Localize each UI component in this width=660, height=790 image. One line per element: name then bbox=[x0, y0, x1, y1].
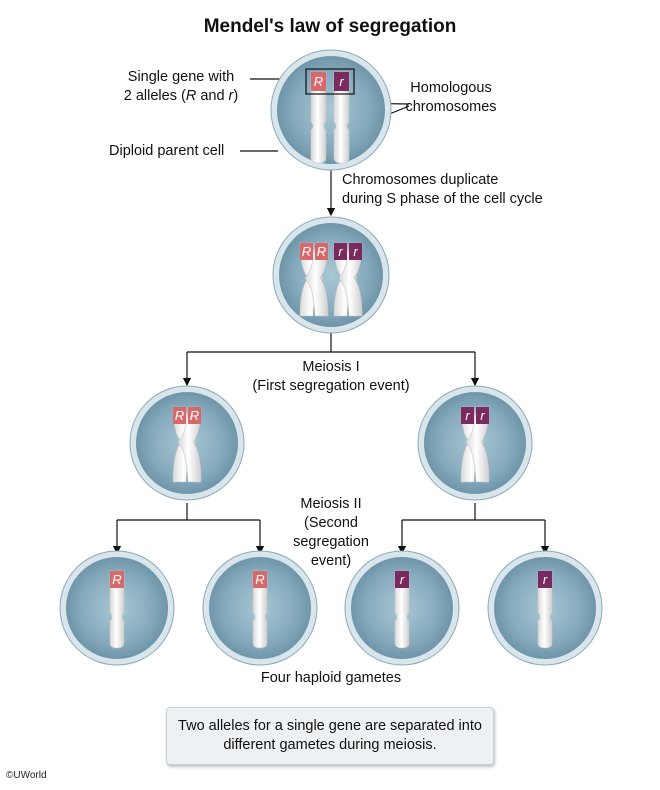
svg-text:r: r bbox=[543, 572, 548, 587]
allele-r-band bbox=[334, 72, 349, 91]
duplicated-cell: R R r r bbox=[272, 216, 390, 334]
allele-R-band bbox=[311, 72, 326, 91]
svg-text:R: R bbox=[190, 408, 199, 423]
copyright: ©UWorld bbox=[6, 770, 47, 781]
svg-text:r: r bbox=[480, 408, 485, 423]
svg-text:r: r bbox=[465, 408, 470, 423]
page-title: Mendel's law of segregation bbox=[203, 16, 457, 37]
four-haploid-label: Four haploid gametes bbox=[260, 670, 402, 686]
chromosome-R bbox=[310, 71, 327, 164]
svg-text:R: R bbox=[317, 244, 326, 259]
meiosis1-cell-r: r r bbox=[417, 385, 533, 501]
homologous-label: Homologous chromosomes bbox=[405, 80, 497, 115]
summary-box: Two alleles for a single gene are separa… bbox=[166, 707, 494, 765]
single-gene-label: Single gene with 2 alleles (R and r) bbox=[123, 69, 239, 104]
svg-text:R: R bbox=[255, 572, 264, 587]
svg-text:R: R bbox=[314, 74, 323, 89]
svg-text:r: r bbox=[338, 244, 343, 259]
meiosis2-label: Meiosis II (Second segregation event) bbox=[293, 496, 369, 569]
gamete-r-1: r bbox=[344, 550, 460, 666]
svg-text:R: R bbox=[112, 572, 121, 587]
diploid-parent-label: Diploid parent cell bbox=[109, 143, 225, 159]
svg-text:R: R bbox=[175, 408, 184, 423]
gamete-r-2: r bbox=[487, 550, 603, 666]
svg-text:r: r bbox=[400, 572, 405, 587]
meiosis1-label: Meiosis I (First segregation event) bbox=[252, 359, 410, 394]
diploid-parent-cell: R r bbox=[270, 49, 392, 171]
svg-text:r: r bbox=[339, 74, 344, 89]
chromosome-r bbox=[333, 71, 350, 164]
svg-text:R: R bbox=[302, 244, 311, 259]
duplicate-label: Chromosomes duplicate during S phase of … bbox=[342, 172, 543, 207]
gamete-R-1: R bbox=[59, 550, 175, 666]
summary-text: Two alleles for a single gene are separa… bbox=[178, 718, 482, 753]
gamete-R-2: R bbox=[202, 550, 318, 666]
gene-box bbox=[305, 68, 355, 95]
svg-text:r: r bbox=[353, 244, 358, 259]
meiosis1-cell-R: R R bbox=[129, 385, 245, 501]
